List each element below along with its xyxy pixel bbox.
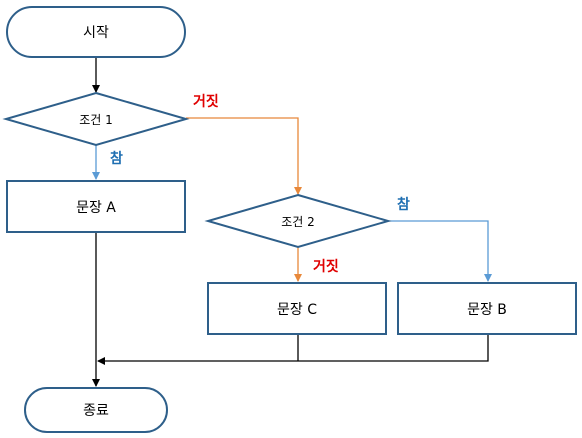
statementC-box [207, 282, 387, 335]
condition2-label: 조건 2 [281, 215, 315, 229]
statementA-label: 문장 A [76, 200, 116, 216]
condition2-diamond [204, 193, 392, 249]
start-terminal [6, 6, 186, 58]
statementB-label: 문장 B [467, 302, 507, 318]
condition2-true-label: 참 [397, 197, 410, 213]
statementC-label: 문장 C [277, 302, 317, 318]
condition1-true-label: 참 [110, 151, 123, 167]
condition1-false-label: 거짓 [193, 93, 219, 110]
condition2-false-label: 거짓 [313, 258, 339, 275]
end-label: 종료 [83, 403, 109, 419]
edge-statementB-merge [97, 334, 489, 365]
condition1-diamond [2, 91, 190, 147]
end-terminal [24, 387, 168, 433]
edge-condition2-true [388, 220, 492, 282]
start-label: 시작 [83, 25, 109, 41]
statementA-box [6, 180, 186, 233]
statementB-box [397, 282, 577, 335]
condition1-label: 조건 1 [79, 113, 113, 127]
edge-condition1-false [186, 117, 302, 195]
